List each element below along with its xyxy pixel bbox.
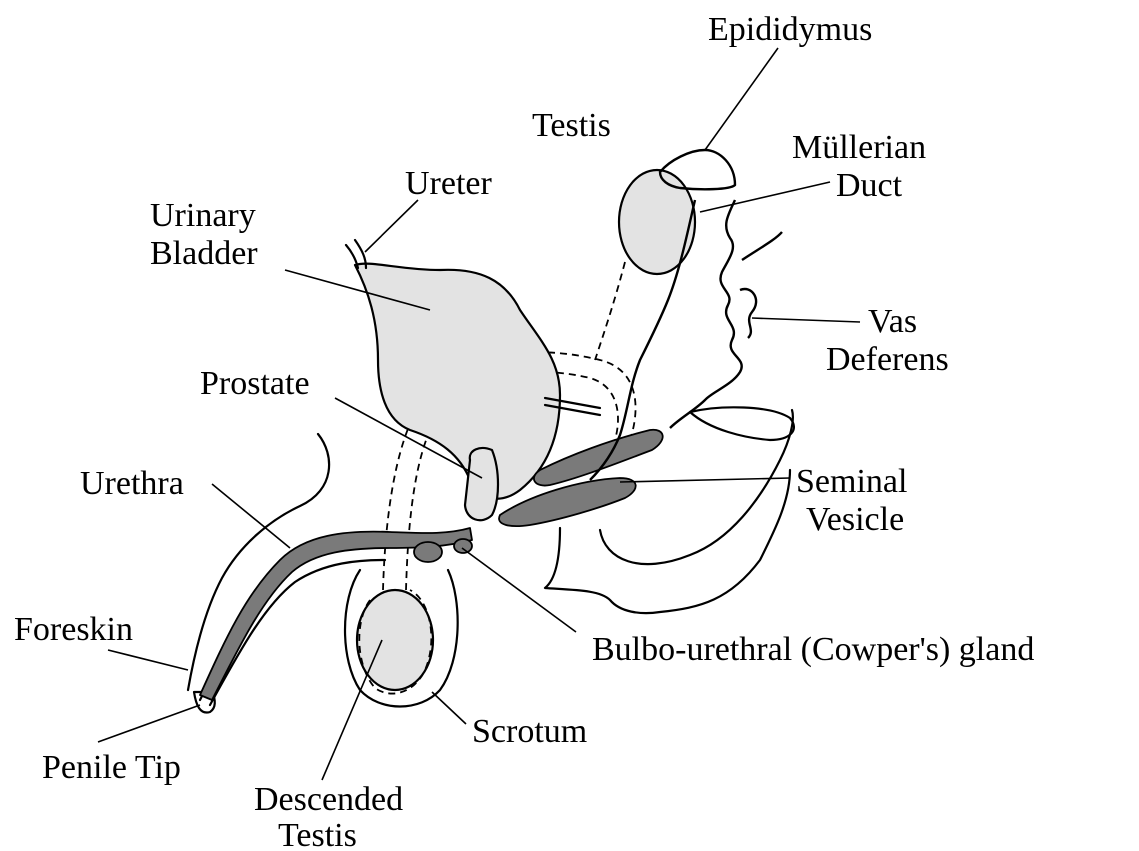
cowper-gland-shape-2 [454, 539, 472, 553]
leader-seminal [620, 478, 790, 482]
label-cowper: Bulbo-urethral (Cowper's) gland [592, 631, 1034, 668]
leader-cowper [462, 548, 576, 632]
leader-urethra [212, 484, 290, 548]
label-bladder-1: Urinary [150, 197, 256, 234]
leader-descended [322, 640, 382, 780]
pelvic-ring-shape [690, 407, 794, 440]
label-mullerian-1: Müllerian [792, 129, 926, 166]
label-testis: Testis [532, 107, 611, 144]
leader-mullerian [700, 182, 830, 212]
leader-scrotum [432, 692, 466, 724]
label-penile-tip: Penile Tip [42, 749, 181, 786]
leader-foreskin [108, 650, 188, 670]
label-ureter: Ureter [405, 165, 493, 202]
label-mullerian-2: Duct [836, 167, 903, 204]
label-scrotum: Scrotum [472, 713, 587, 750]
label-seminal-2: Vesicle [806, 501, 904, 538]
label-vas-2: Deferens [826, 341, 949, 378]
ureter-shape [346, 245, 358, 268]
label-urethra: Urethra [80, 465, 184, 502]
testis-shape [619, 170, 695, 274]
testis-dashed-tail [595, 262, 625, 360]
leader-ureter [365, 200, 418, 252]
leader-vas [752, 318, 860, 322]
bladder-shape [355, 264, 560, 499]
label-prostate: Prostate [200, 365, 310, 402]
prostate-shape [465, 448, 498, 520]
label-descended-1: Descended [254, 781, 403, 818]
label-seminal-1: Seminal [796, 463, 907, 500]
leader-penile-tip [98, 705, 200, 742]
label-descended-2: Testis [278, 817, 357, 851]
label-vas-1: Vas [868, 303, 917, 340]
label-foreskin: Foreskin [14, 611, 133, 648]
label-bladder-2: Bladder [150, 235, 258, 272]
leader-epididymus [705, 48, 778, 150]
cowper-gland-shape [414, 542, 442, 562]
label-epididymus: Epididymus [708, 11, 872, 48]
vas-deferens-coils [740, 232, 782, 338]
